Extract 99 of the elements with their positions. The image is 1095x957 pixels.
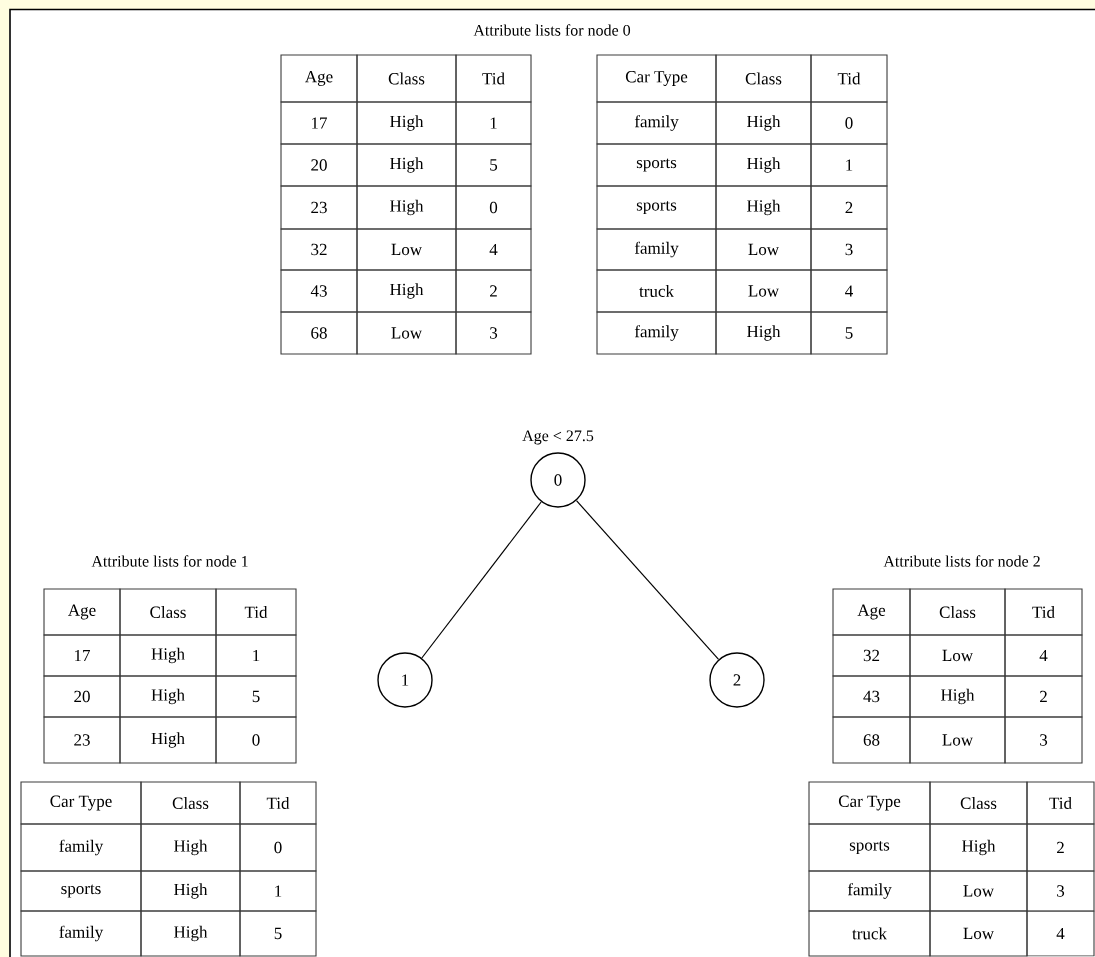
table-cell: High [140,870,241,912]
table-cell: High [140,910,241,957]
table-cell: 23 [43,716,121,764]
table-cell: Low [929,870,1028,912]
table-cell: High [715,185,812,230]
tree-node: 2 [709,652,765,708]
heading: Attribute lists for node 1 [91,555,248,567]
table-cell: 32 [832,634,911,677]
split-condition: Age < 27.5 [522,430,594,445]
header-cell: Age [43,588,121,636]
table-cell: family [596,311,717,355]
table-cell: 32 [280,228,358,271]
table-cell: 1 [810,143,888,187]
table-cell: family [808,870,931,912]
table-cell: Low [356,311,457,355]
table-cell: 4 [1026,910,1095,957]
header-cell: Tid [1004,588,1083,636]
header-cell: Car Type [20,781,142,825]
table-cell: High [356,185,457,230]
tree-edge [421,501,542,659]
table-cell: 4 [810,269,888,313]
table-cell: 43 [832,675,911,718]
table-cell: High [119,675,217,718]
table-cell: 0 [455,185,532,230]
table-cell: family [596,101,717,145]
table-cell: Low [909,716,1006,764]
table-cell: 20 [43,675,121,718]
table-cell: sports [808,823,931,872]
table-cell: 0 [215,716,297,764]
header-cell: Car Type [596,54,717,103]
table-cell: 68 [280,311,358,355]
table-cell: 1 [215,634,297,677]
header-cell: Class [909,588,1006,636]
header-cell: Class [715,54,812,103]
table-cell: 23 [280,185,358,230]
table-cell: Low [715,269,812,313]
tree-node: 0 [530,452,586,508]
table-cell: Low [715,228,812,271]
table-cell: 3 [1004,716,1083,764]
heading: Attribute lists for node 2 [883,555,1040,567]
table-cell: High [356,269,457,313]
table-cell: High [715,143,812,187]
header-cell: Class [140,781,241,825]
header-cell: Class [929,781,1028,825]
header-cell: Car Type [808,781,931,825]
table-cell: 20 [280,143,358,187]
table-cell: 2 [1004,675,1083,718]
table-cell: 4 [455,228,532,271]
table-cell: 3 [1026,870,1095,912]
table-cell: 5 [810,311,888,355]
table-cell: sports [20,870,142,912]
table-cell: High [140,823,241,872]
table-cell: 5 [215,675,297,718]
header-cell: Tid [239,781,317,825]
tree-edge [575,500,720,660]
table-cell: High [119,634,217,677]
table-cell: family [20,910,142,957]
table-cell: 2 [810,185,888,230]
table-cell: 3 [455,311,532,355]
table-cell: High [715,101,812,145]
table-cell: 68 [832,716,911,764]
header-cell: Class [119,588,217,636]
table-cell: 2 [1026,823,1095,872]
table-cell: High [356,143,457,187]
table-cell: High [909,675,1006,718]
table-cell: truck [808,910,931,957]
table-cell: 5 [455,143,532,187]
header-cell: Tid [810,54,888,103]
table-cell: 17 [280,101,358,145]
header-cell: Tid [1026,781,1095,825]
table-cell: 4 [1004,634,1083,677]
table-cell: sports [596,185,717,230]
table-cell: 43 [280,269,358,313]
table-cell: 1 [239,870,317,912]
table-cell: truck [596,269,717,313]
table-cell: family [20,823,142,872]
table-cell: High [929,823,1028,872]
tree-node: 1 [377,652,433,708]
table-cell: High [715,311,812,355]
heading: Attribute lists for node 0 [473,24,631,36]
table-cell: sports [596,143,717,187]
table-cell: 0 [239,823,317,872]
table-cell: 2 [455,269,532,313]
table-cell: 5 [239,910,317,957]
table-cell: 1 [455,101,532,145]
table-cell: High [119,716,217,764]
header-cell: Age [280,54,358,103]
header-cell: Tid [455,54,532,103]
header-cell: Tid [215,588,297,636]
table-cell: 0 [810,101,888,145]
table-cell: 17 [43,634,121,677]
table-cell: Low [909,634,1006,677]
table-cell: Low [356,228,457,271]
table-cell: Low [929,910,1028,957]
table-cell: family [596,228,717,271]
table-cell: 3 [810,228,888,271]
header-cell: Class [356,54,457,103]
table-cell: High [356,101,457,145]
header-cell: Age [832,588,911,636]
